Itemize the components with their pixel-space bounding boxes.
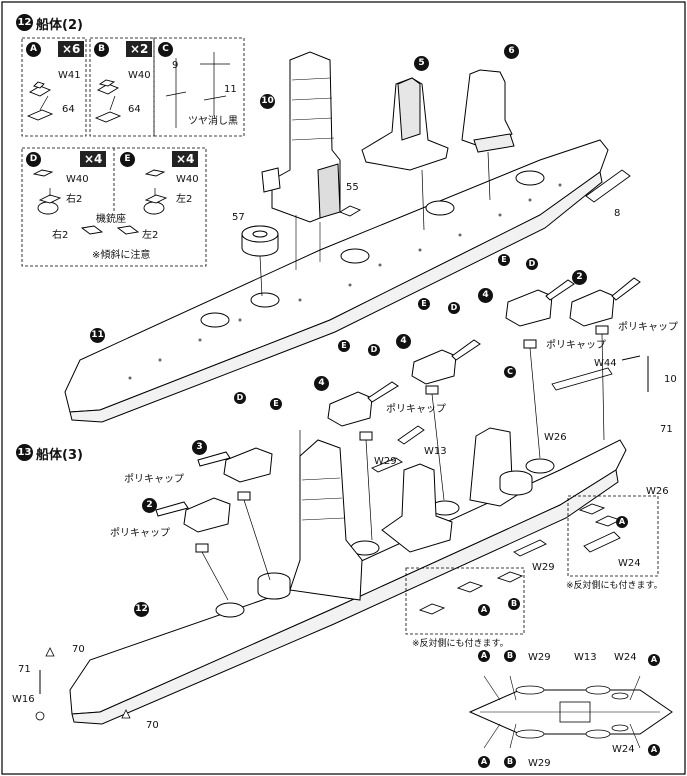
aa-box-right <box>567 495 659 577</box>
part-w26b: W26 <box>646 486 669 497</box>
box-b-letter: B <box>94 42 109 57</box>
box-c <box>153 37 245 137</box>
legend-a3: A <box>478 756 490 768</box>
callout-b1: B <box>508 598 520 610</box>
step-12-title: 船体(2) <box>36 18 83 33</box>
callout-2a: 2 <box>572 270 587 285</box>
note-other-side: ※反対側にも付きます。 <box>566 581 663 591</box>
polycap-4: ポリキャップ <box>124 474 184 485</box>
box-c-note: ツヤ消し黒 <box>188 116 238 127</box>
box-b-w: W40 <box>128 70 151 81</box>
box-a-part: 64 <box>62 104 75 115</box>
legend-a2: A <box>648 654 660 666</box>
callout-c: C <box>504 366 516 378</box>
part-71b: 71 <box>18 664 31 675</box>
callout-6: 6 <box>504 44 519 59</box>
legend-w24a: W24 <box>614 652 637 663</box>
box-b-qty: ×2 <box>126 41 153 57</box>
callout-10: 10 <box>260 94 275 109</box>
box-a-qty: ×6 <box>58 41 85 57</box>
polycap-5: ポリキャップ <box>110 528 170 539</box>
part-71a: 71 <box>660 424 673 435</box>
callout-2b: 2 <box>142 498 157 513</box>
legend-w13: W13 <box>574 652 597 663</box>
box-a <box>21 37 87 137</box>
step-13-title: 船体(3) <box>36 448 83 463</box>
callout-5: 5 <box>414 56 429 71</box>
callout-11: 11 <box>90 328 105 343</box>
part-70a: 70 <box>72 644 85 655</box>
legend-w29a: W29 <box>528 652 551 663</box>
mount-title: 機銃座 <box>96 214 126 225</box>
callout-d1: D <box>526 258 538 270</box>
part-w29b: W29 <box>532 562 555 573</box>
callout-d4: D <box>234 392 246 404</box>
box-a-w: W41 <box>58 70 81 81</box>
callout-e1: E <box>498 254 510 266</box>
mount-note: ※傾斜に注意 <box>92 250 151 261</box>
legend-a1: A <box>478 650 490 662</box>
callout-e3: E <box>338 340 350 352</box>
box-d-w: W40 <box>66 174 89 185</box>
box-c-9: 9 <box>172 60 179 71</box>
legend-w29b: W29 <box>528 758 551 769</box>
callout-a1: A <box>616 516 628 528</box>
legend-b1: B <box>504 650 516 662</box>
box-e-letter: E <box>120 152 135 167</box>
part-10: 10 <box>664 374 677 385</box>
box-d-qty: ×4 <box>80 151 107 167</box>
legend-w24b: W24 <box>612 744 635 755</box>
aa-box-mid <box>405 567 525 635</box>
callout-3: 3 <box>192 440 207 455</box>
polycap-2: ポリキャップ <box>546 340 606 351</box>
box-d-letter: D <box>26 152 41 167</box>
note-other-side-2: ※反対側にも付きます。 <box>412 639 509 649</box>
part-w29a: W29 <box>374 456 397 467</box>
box-e-qty: ×4 <box>172 151 199 167</box>
box-d-side: 右2 <box>66 194 83 205</box>
part-w13: W13 <box>424 446 447 457</box>
box-c-letter: C <box>158 42 173 57</box>
step-13-number: 13 <box>16 444 33 461</box>
callout-12: 12 <box>134 602 149 617</box>
part-w44: W44 <box>594 358 617 369</box>
part-w24: W24 <box>618 558 641 569</box>
part-w26a: W26 <box>544 432 567 443</box>
mount-left: 左2 <box>142 230 159 241</box>
part-8: 8 <box>614 208 621 219</box>
callout-4a: 4 <box>478 288 493 303</box>
legend-a4: A <box>648 744 660 756</box>
callout-d2: D <box>448 302 460 314</box>
polycap-1: ポリキャップ <box>618 322 678 333</box>
box-e-w: W40 <box>176 174 199 185</box>
callout-d3: D <box>368 344 380 356</box>
callout-e2: E <box>418 298 430 310</box>
box-c-11: 11 <box>224 84 237 95</box>
part-57: 57 <box>232 212 245 223</box>
part-w16: W16 <box>12 694 35 705</box>
box-e-side: 左2 <box>176 194 193 205</box>
part-70b: 70 <box>146 720 159 731</box>
legend-b2: B <box>504 756 516 768</box>
part-55: 55 <box>346 182 359 193</box>
callout-4c: 4 <box>314 376 329 391</box>
mount-right: 右2 <box>52 230 69 241</box>
callout-e4: E <box>270 398 282 410</box>
callout-a2: A <box>478 604 490 616</box>
callout-4b: 4 <box>396 334 411 349</box>
polycap-3: ポリキャップ <box>386 404 446 415</box>
box-b-part: 64 <box>128 104 141 115</box>
step-12-number: 12 <box>16 14 33 31</box>
box-a-letter: A <box>26 42 41 57</box>
